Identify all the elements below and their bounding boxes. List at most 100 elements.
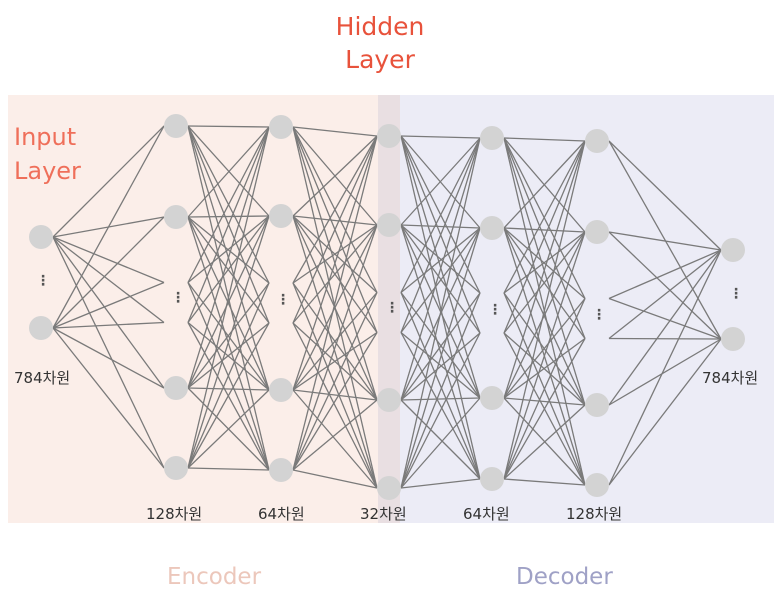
edge-latent-3-decoder-1-3 <box>400 478 481 489</box>
node-latent-0 <box>377 124 401 148</box>
edge-latent-mid0-decoder-1-1 <box>400 227 481 294</box>
node-input-0 <box>29 225 53 249</box>
edge-encoder-2-1-latent-mid1 <box>292 215 378 333</box>
edge-latent-2-decoder-1-mid0 <box>400 292 481 401</box>
dim-label-output: 784차원 <box>702 369 759 387</box>
edge-latent-1-decoder-1-0 <box>400 137 481 226</box>
edge-encoder-2-1-latent-3 <box>292 215 378 489</box>
node-encoder-1-3 <box>164 456 188 480</box>
ellipsis-decoder-2: ⋮ <box>592 307 606 323</box>
edge-decoder-1-2-decoder-2-mid0 <box>503 298 586 399</box>
edge-decoder-2-0-output-1 <box>608 140 722 340</box>
hidden-title-line1: Hidden <box>335 12 425 41</box>
edge-latent-0-decoder-1-0 <box>400 135 481 139</box>
edge-encoder-1-2-encoder-2-1 <box>187 215 270 389</box>
edge-encoder-1-mid0-encoder-2-0 <box>187 126 270 283</box>
edge-input-1-encoder-1-3 <box>52 327 165 469</box>
edge-encoder-2-3-latent-1 <box>292 224 378 471</box>
node-decoder-1-2 <box>480 386 504 410</box>
edge-encoder-2-2-latent-mid0 <box>292 292 378 391</box>
edge-decoder-1-2-decoder-2-0 <box>503 140 586 399</box>
decoder-label: Decoder <box>516 564 613 590</box>
hidden-layer-title: Hidden Layer <box>330 10 430 76</box>
overlap-region <box>378 95 400 523</box>
edge-encoder-1-3-encoder-2-1 <box>187 215 270 469</box>
edge-encoder-2-2-latent-3 <box>292 389 378 489</box>
edge-decoder-2-mid1-output-0 <box>608 249 722 340</box>
edge-decoder-1-2-decoder-2-1 <box>503 231 586 399</box>
edge-encoder-2-3-latent-2 <box>292 399 378 471</box>
ellipsis-output: ⋮ <box>729 286 743 302</box>
edge-latent-1-decoder-1-mid1 <box>400 224 481 334</box>
node-latent-2 <box>377 388 401 412</box>
edge-encoder-2-3-latent-3 <box>292 469 378 489</box>
edge-latent-2-decoder-1-3 <box>400 399 481 480</box>
edge-decoder-1-1-decoder-2-2 <box>503 227 586 406</box>
edge-latent-mid0-decoder-1-3 <box>400 292 481 480</box>
edge-decoder-1-3-decoder-2-mid0 <box>503 298 586 480</box>
input-title-line1: Input <box>14 123 77 151</box>
ellipsis-encoder-2: ⋮ <box>276 292 290 308</box>
edge-encoder-1-0-encoder-2-1 <box>187 125 270 217</box>
node-decoder-2-0 <box>585 129 609 153</box>
edge-encoder-2-3-latent-0 <box>292 135 378 471</box>
edge-encoder-1-1-encoder-2-mid1 <box>187 216 270 324</box>
edge-input-1-encoder-1-1 <box>52 216 165 329</box>
node-encoder-1-0 <box>164 114 188 138</box>
edge-decoder-1-3-decoder-2-1 <box>503 231 586 480</box>
edge-decoder-1-2-decoder-2-2 <box>503 397 586 406</box>
ellipsis-input: ⋮ <box>36 273 50 289</box>
edge-encoder-2-2-latent-2 <box>292 389 378 401</box>
node-encoder-2-3 <box>269 458 293 482</box>
edge-encoder-1-3-encoder-2-mid0 <box>187 282 270 469</box>
edge-decoder-1-3-decoder-2-mid1 <box>503 338 586 480</box>
edge-decoder-2-1-output-0 <box>608 231 722 251</box>
edge-decoder-2-0-output-0 <box>608 140 722 251</box>
node-input-1 <box>29 316 53 340</box>
edge-decoder-2-1-output-1 <box>608 231 722 340</box>
edge-encoder-1-3-encoder-2-mid1 <box>187 322 270 469</box>
edge-decoder-1-3-decoder-2-0 <box>503 140 586 480</box>
edge-latent-0-decoder-1-3 <box>400 135 481 480</box>
edge-encoder-2-2-latent-0 <box>292 135 378 391</box>
edge-decoder-2-mid1-output-1 <box>608 337 722 340</box>
dim-label-decoder-2: 128차원 <box>566 505 623 523</box>
edge-encoder-1-3-encoder-2-2 <box>187 389 270 469</box>
edge-decoder-2-2-output-1 <box>608 338 722 406</box>
edge-decoder-2-mid0-output-1 <box>608 297 722 340</box>
edge-latent-1-decoder-1-1 <box>400 224 481 229</box>
dim-label-encoder-1: 128차원 <box>146 505 203 523</box>
node-latent-3 <box>377 476 401 500</box>
edge-encoder-2-mid0-latent-3 <box>292 282 378 489</box>
dim-label-input: 784차원 <box>14 369 71 387</box>
edge-decoder-1-mid1-decoder-2-0 <box>503 140 586 334</box>
node-encoder-2-2 <box>269 378 293 402</box>
edge-encoder-1-1-encoder-2-mid0 <box>187 216 270 284</box>
encoder-label: Encoder <box>167 564 262 590</box>
node-decoder-2-1 <box>585 220 609 244</box>
ellipsis-encoder-1: ⋮ <box>171 290 185 306</box>
edge-decoder-1-mid0-decoder-2-0 <box>503 140 586 294</box>
dim-label-latent: 32차원 <box>360 505 407 523</box>
edge-latent-3-decoder-1-0 <box>400 137 481 489</box>
edge-encoder-1-2-encoder-2-2 <box>187 387 270 391</box>
node-decoder-2-2 <box>585 393 609 417</box>
node-encoder-1-2 <box>164 376 188 400</box>
dim-label-decoder-1: 64차원 <box>463 505 510 523</box>
edge-latent-mid1-decoder-1-0 <box>400 137 481 333</box>
edge-decoder-1-3-decoder-2-2 <box>503 404 586 480</box>
edge-input-1-encoder-1-2 <box>52 327 165 389</box>
edge-input-0-encoder-1-mid0 <box>52 236 165 284</box>
ellipsis-latent: ⋮ <box>385 300 399 316</box>
edge-latent-3-decoder-1-2 <box>400 397 481 489</box>
edge-latent-3-decoder-1-mid0 <box>400 292 481 489</box>
node-encoder-2-1 <box>269 204 293 228</box>
edge-encoder-2-2-latent-mid1 <box>292 331 378 391</box>
hidden-title-line2: Layer <box>345 45 415 74</box>
edge-encoder-2-mid1-latent-0 <box>292 135 378 324</box>
input-layer-title: Input Layer <box>14 120 81 188</box>
edge-encoder-1-2-encoder-2-0 <box>187 126 270 389</box>
edge-latent-3-decoder-1-1 <box>400 227 481 489</box>
